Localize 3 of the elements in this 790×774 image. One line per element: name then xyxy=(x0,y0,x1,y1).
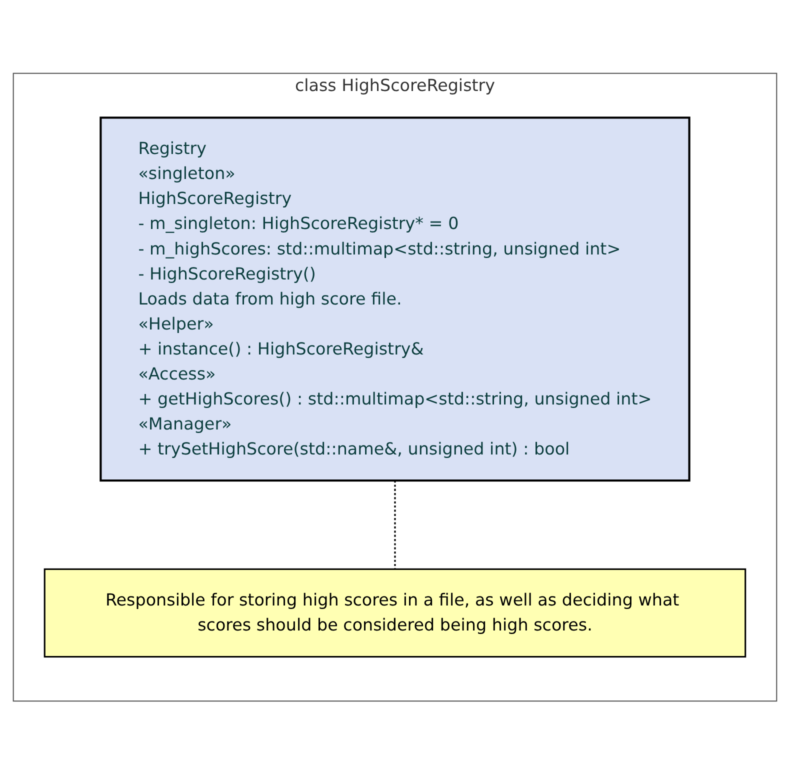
connector xyxy=(394,480,396,569)
node-box: Registry «singleton» HighScoreRegistry - m_singleton: HighScoreRegistry* = 0 - m_highScores: std::multimap<std::string, unsigned int> - HighScoreRegistry() Loads data from high score file. «Helper» + instance() : HighScoreRegistry& «Access» + getHighScores() : std::multimap<std::string, unsigned int> «Manager» + trySetHighScore(std::name&, unsigned int) : bool xyxy=(100,116,690,482)
node-box: Responsible for storing high scores in a file, as well as deciding what scores should be considered being high scores. xyxy=(44,568,746,658)
